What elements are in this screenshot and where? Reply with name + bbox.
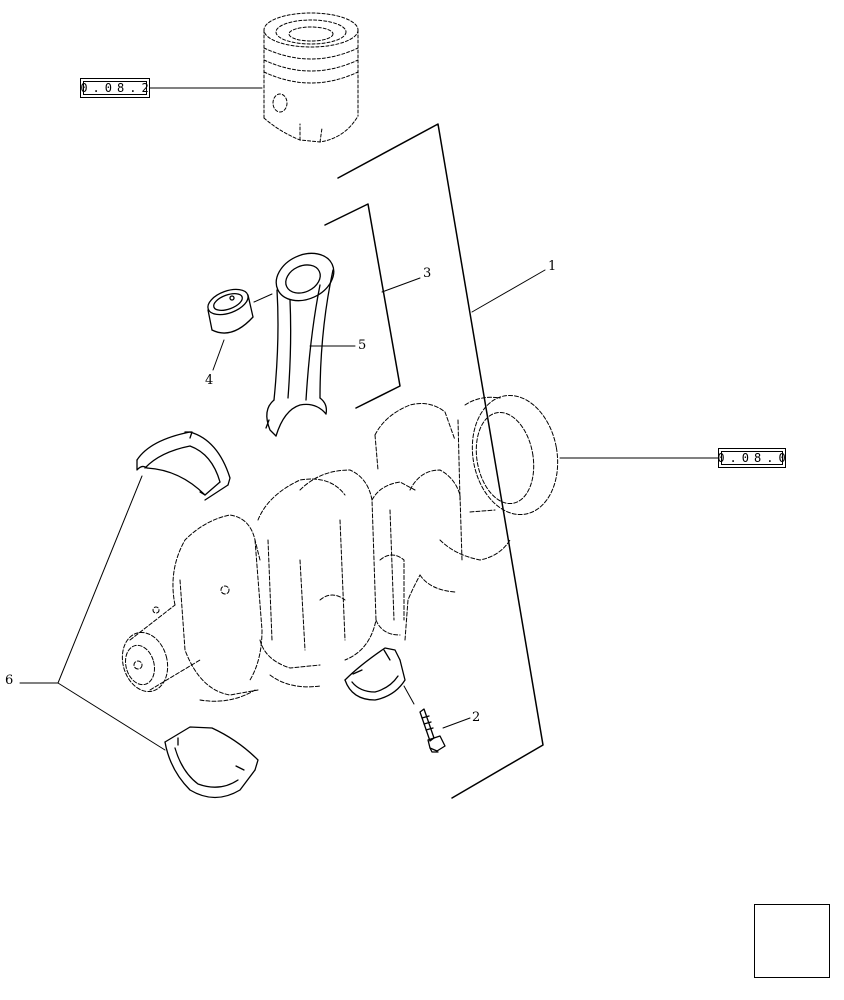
main-bearing-upper-drawing bbox=[136, 431, 231, 501]
previous-page-button[interactable] bbox=[754, 904, 830, 978]
leader-item-4 bbox=[212, 339, 225, 371]
flywheel-ref-box[interactable]: 0.08.0 bbox=[717, 448, 786, 468]
bracket-item-3 bbox=[324, 203, 401, 409]
leader-item-4b bbox=[253, 293, 273, 303]
conrod-bearing-shell-drawing bbox=[344, 647, 406, 701]
connecting-rod-drawing bbox=[265, 252, 335, 437]
piston-ref-box[interactable]: 0.08.2 bbox=[80, 78, 150, 98]
callout-6: 6 bbox=[5, 673, 14, 688]
main-bearing-lower-drawing bbox=[164, 726, 259, 799]
small-end-bush-drawing bbox=[207, 288, 254, 334]
leader-item-2 bbox=[442, 717, 471, 729]
leader-item-3 bbox=[381, 277, 421, 293]
bolt-drawing bbox=[419, 708, 446, 753]
leader-item-1 bbox=[471, 269, 546, 313]
leader-item-2-shell bbox=[403, 685, 415, 705]
piston-drawing bbox=[263, 12, 359, 143]
callout-4: 4 bbox=[205, 373, 214, 388]
callout-1: 1 bbox=[548, 259, 557, 274]
callout-2: 2 bbox=[472, 710, 481, 725]
crankshaft-drawing bbox=[121, 394, 559, 702]
bracket-item-1 bbox=[337, 123, 544, 799]
callout-5: 5 bbox=[358, 338, 367, 353]
callout-3: 3 bbox=[423, 266, 432, 281]
leader-item-6 bbox=[19, 475, 166, 751]
